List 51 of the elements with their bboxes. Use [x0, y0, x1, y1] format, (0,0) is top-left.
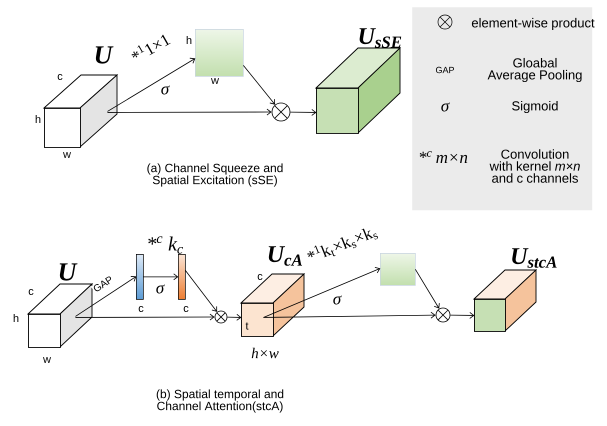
caption: (b) Spatial temporal and Channel Attention(stcA)	[156, 389, 284, 413]
dimension-label: h	[14, 314, 18, 322]
operation-label: *$^{c}$ k$_{c}$	[148, 236, 183, 254]
legend-text: Gloabal Average Pooling	[488, 58, 582, 82]
tensor-label: U$_{cA}$	[268, 246, 302, 266]
dimension-label: c	[258, 274, 262, 280]
dimension-label: h	[186, 36, 192, 44]
dimension-label: c	[138, 306, 144, 312]
dimension-label: t	[246, 322, 248, 330]
dimension-label: c	[28, 289, 34, 296]
arrow	[75, 276, 136, 317]
arrow	[263, 267, 380, 318]
arrow	[107, 108, 272, 116]
arrow	[227, 314, 242, 321]
dimension-label: w	[43, 357, 51, 363]
edge-label: σ	[154, 284, 166, 294]
multiply-symbol	[214, 310, 228, 324]
arrow	[414, 268, 440, 309]
arrow	[107, 58, 196, 112]
arrow	[242, 64, 276, 105]
edge-label: *$^{1}$1×1	[127, 29, 173, 65]
dimension-label: h×w	[252, 348, 279, 358]
arrow	[450, 312, 474, 319]
arrow	[290, 109, 316, 116]
legend-symbol: *$^{c}$ m×n	[420, 151, 468, 163]
tensor-label: U$_{stcA}$	[512, 248, 557, 268]
symbol-label: σ	[161, 86, 170, 94]
dimension-label: w	[63, 152, 71, 158]
edge-label: GAP	[90, 274, 116, 294]
tensor-label: U	[96, 46, 114, 64]
multiply-symbol	[436, 308, 450, 322]
dimension-label: w	[211, 78, 219, 84]
tensor-label: U$_{sSE}$	[360, 28, 402, 48]
legend-symbol: GAP	[436, 66, 454, 74]
legend-text: Convolution with kernel m×n and c channels	[490, 149, 580, 183]
dimension-label: h	[36, 115, 40, 123]
arrow	[142, 273, 178, 280]
dimension-label: c	[58, 74, 62, 80]
dimension-label: c	[184, 306, 188, 312]
symbol-label: σ	[333, 296, 342, 304]
caption: (a) Channel Squeeze and Spatial Excitation (sSE)	[147, 163, 283, 187]
arrow	[184, 270, 218, 312]
legend-text: element-wise product	[472, 18, 595, 30]
multiply-symbol	[272, 102, 290, 122]
legend-text: Sigmoid	[512, 100, 558, 114]
arrow	[263, 312, 436, 319]
legend-symbol: σ	[441, 102, 450, 112]
edge-label: *$^{1}$k$_{t}$×k$_{s}$×k$_{s}$	[303, 221, 381, 267]
feature-map-square	[380, 253, 416, 286]
arrow	[75, 314, 215, 320]
tensor-label: U	[60, 263, 78, 281]
